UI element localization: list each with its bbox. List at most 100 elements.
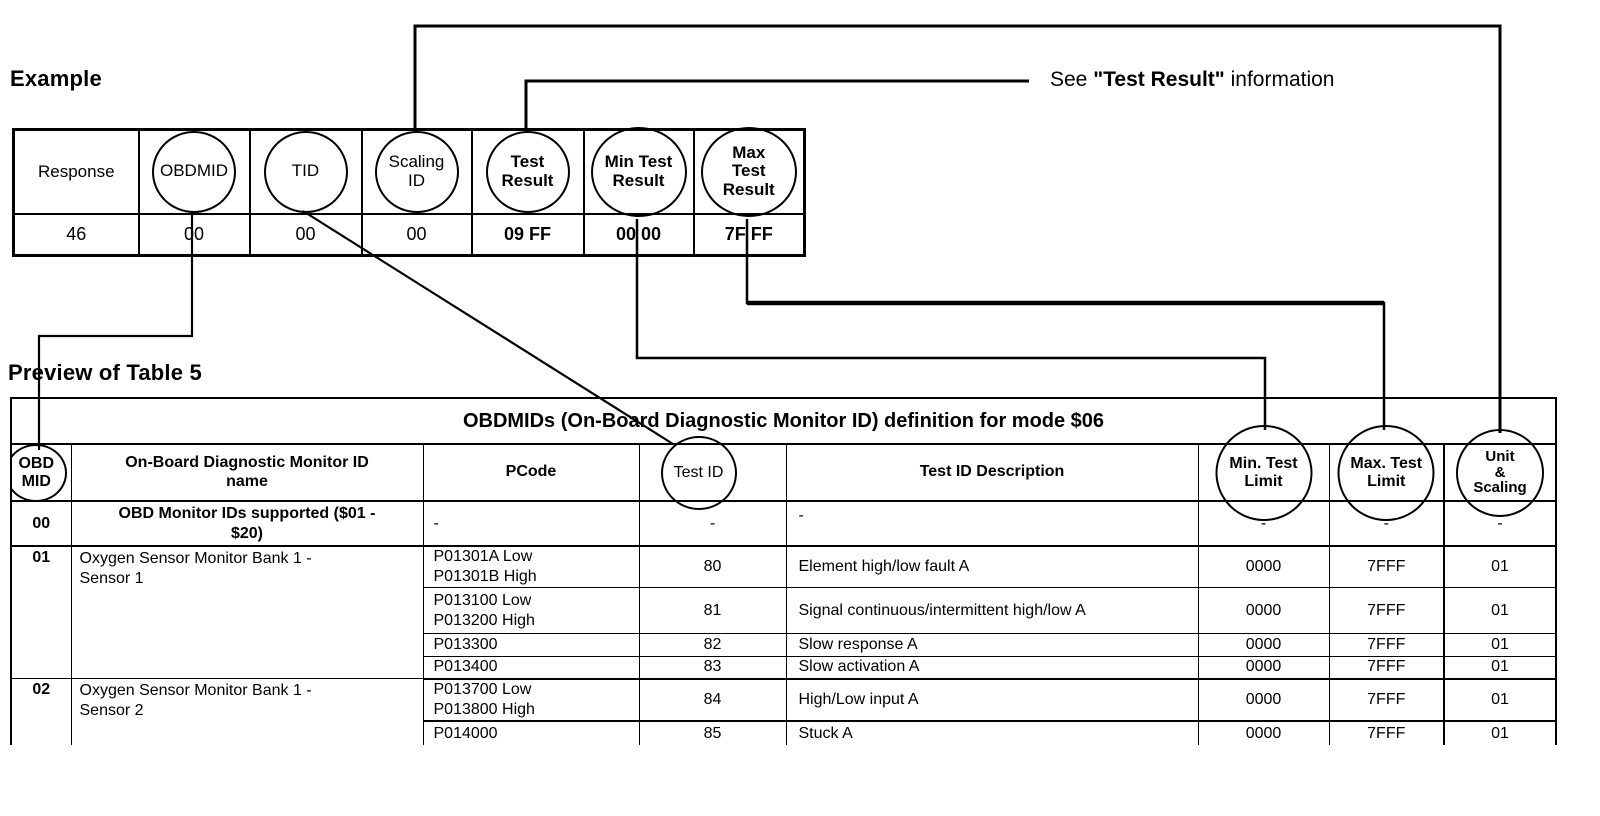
header-max-test-result: Max Test Result xyxy=(692,126,806,217)
cell-pcode: P013300 xyxy=(422,633,640,657)
test-result-circle: Test Result xyxy=(485,130,570,213)
max-test-limit-circle: Max. Test Limit xyxy=(1337,424,1435,521)
table5-row-00: 00 OBD Monitor IDs supported ($01 - $20)… xyxy=(10,500,1557,547)
header-scaling-id: Scaling ID xyxy=(360,128,473,215)
value-test-result: 09 FF xyxy=(470,212,585,257)
table5-header-testid: Test ID xyxy=(638,435,787,510)
max-test-limit-label: Max. Test Limit xyxy=(1350,454,1423,490)
table5-row-83: P013400 83 Slow activation A 0000 7FFF 0… xyxy=(11,656,1557,680)
cell-pcode: - xyxy=(422,500,640,547)
see-note-bold: "Test Result" xyxy=(1093,68,1225,91)
cell-description: Signal continuous/intermittent high/low … xyxy=(785,587,1199,634)
header-tid: TID xyxy=(248,128,363,215)
cell-max: 7FFF xyxy=(1328,587,1445,634)
table5-header-pcode: PCode xyxy=(422,443,640,502)
cell-min: 0000 xyxy=(1197,678,1330,722)
see-note-prefix: See xyxy=(1050,68,1094,91)
max-test-result-label: Max Test Result xyxy=(722,142,775,200)
cell-testid: 80 xyxy=(638,545,787,588)
value-max-test-result: 7F FF xyxy=(692,212,806,257)
header-response: Response xyxy=(12,128,140,215)
cell-pcode: P014000 xyxy=(422,720,640,745)
cell-description: Slow activation A xyxy=(785,656,1199,680)
min-test-limit-circle: Min. Test Limit xyxy=(1215,424,1312,521)
cell-max: 7FFF xyxy=(1328,545,1445,588)
cell-pcode: P013400 xyxy=(422,656,640,680)
example-table: Response OBDMID TID Scaling ID Test Resu… xyxy=(12,126,806,257)
cell-mid: 00 xyxy=(10,500,72,547)
min-test-limit-label: Min. Test Limit xyxy=(1229,454,1298,490)
table5-header-row: OBD MID On-Board Diagnostic Monitor ID n… xyxy=(10,424,1557,521)
table5-row-81: P013100 Low P013200 High 81 Signal conti… xyxy=(11,587,1557,634)
example-value-row: 46 00 00 00 09 FF 00 00 7F FF xyxy=(12,212,806,257)
test-id-circle: Test ID xyxy=(660,435,737,510)
cell-description: - xyxy=(785,500,1199,547)
cell-max: 7FFF xyxy=(1328,678,1445,722)
table5-row-80: 01 Oxygen Sensor Monitor Bank 1 - Sensor… xyxy=(10,545,1557,679)
cell-pcode: P013700 Low P013800 High xyxy=(422,678,640,722)
cell-testid: 85 xyxy=(638,720,787,745)
table5-header-unit: Unit & Scaling xyxy=(1443,428,1557,517)
min-test-result-circle: Min Test Result xyxy=(590,126,687,217)
preview-of-table5-label: Preview of Table 5 xyxy=(8,360,202,385)
cell-pcode: P013100 Low P013200 High xyxy=(422,587,640,634)
table5-preview: OBDMIDs (On-Board Diagnostic Monitor ID)… xyxy=(10,397,1558,745)
cell-min: 0000 xyxy=(1197,587,1330,634)
cell-unit: 01 xyxy=(1443,545,1557,588)
tid-circle: TID xyxy=(263,130,348,213)
cell-name: Oxygen Sensor Monitor Bank 1 - Sensor 2 xyxy=(70,678,424,745)
table5-header-name: On-Board Diagnostic Monitor ID name xyxy=(70,443,424,502)
cell-mid: 02 xyxy=(10,678,72,745)
cell-testid: 84 xyxy=(638,678,787,722)
connector-test-result-to-note xyxy=(524,79,1029,133)
table5-header-max-limit: Max. Test Limit xyxy=(1328,424,1445,521)
cell-description: Slow response A xyxy=(785,633,1199,657)
cell-name: Oxygen Sensor Monitor Bank 1 - Sensor 1 xyxy=(70,545,424,679)
header-test-result: Test Result xyxy=(470,128,585,215)
cell-mid: 01 xyxy=(10,545,72,679)
scaling-id-circle: Scaling ID xyxy=(374,130,459,213)
table5-title-row: OBDMIDs (On-Board Diagnostic Monitor ID)… xyxy=(10,397,1557,445)
cell-testid: - xyxy=(638,500,787,547)
test-id-label: Test ID xyxy=(673,463,724,481)
value-response: 46 xyxy=(12,212,140,257)
scaling-id-label: Scaling ID xyxy=(388,152,445,190)
obdmid-circle: OBDMID xyxy=(152,130,236,213)
cell-min: 0000 xyxy=(1197,656,1330,680)
value-obdmid: 00 xyxy=(137,212,251,257)
table5-header-min-limit: Min. Test Limit xyxy=(1197,424,1330,521)
cell-name: OBD Monitor IDs supported ($01 - $20) xyxy=(70,500,424,547)
cell-min: 0000 xyxy=(1197,633,1330,657)
cell-testid: 83 xyxy=(638,656,787,680)
cell-description: Stuck A xyxy=(785,720,1199,745)
obd-mid-label: OBD MID xyxy=(18,454,55,490)
table5-row-85: P014000 85 Stuck A 0000 7FFF 01 xyxy=(11,720,1557,745)
value-tid: 00 xyxy=(248,212,363,257)
cell-unit: 01 xyxy=(1443,587,1557,634)
unit-scaling-circle: Unit & Scaling xyxy=(1456,428,1544,517)
example-header-row: Response OBDMID TID Scaling ID Test Resu… xyxy=(12,126,806,217)
example-response-table: Response OBDMID TID Scaling ID Test Resu… xyxy=(12,126,806,257)
cell-description: High/Low input A xyxy=(785,678,1199,722)
obd-mid-circle: OBD MID xyxy=(10,443,68,502)
cell-min: 0000 xyxy=(1197,720,1330,745)
cell-testid: 81 xyxy=(638,587,787,634)
cell-unit: 01 xyxy=(1443,656,1557,680)
max-test-result-circle: Max Test Result xyxy=(700,126,797,217)
cell-unit: 01 xyxy=(1443,720,1557,745)
table5-header-obdmid: OBD MID xyxy=(10,443,72,502)
see-test-result-note: See "Test Result" information xyxy=(1050,68,1334,92)
cell-unit: 01 xyxy=(1443,633,1557,657)
tid-label: TID xyxy=(291,161,320,181)
obdmid-label: OBDMID xyxy=(160,161,228,181)
cell-pcode: P01301A Low P01301B High xyxy=(422,545,640,588)
test-result-label: Test Result xyxy=(501,152,554,190)
cell-max: 7FFF xyxy=(1328,720,1445,745)
example-label: Example xyxy=(10,66,102,91)
table5-row-82: P013300 82 Slow response A 0000 7FFF 01 xyxy=(11,633,1557,657)
cell-unit: 01 xyxy=(1443,678,1557,722)
cell-testid: 82 xyxy=(638,633,787,657)
unit-scaling-label: Unit & Scaling xyxy=(1473,447,1527,497)
cell-min: 0000 xyxy=(1197,545,1330,588)
